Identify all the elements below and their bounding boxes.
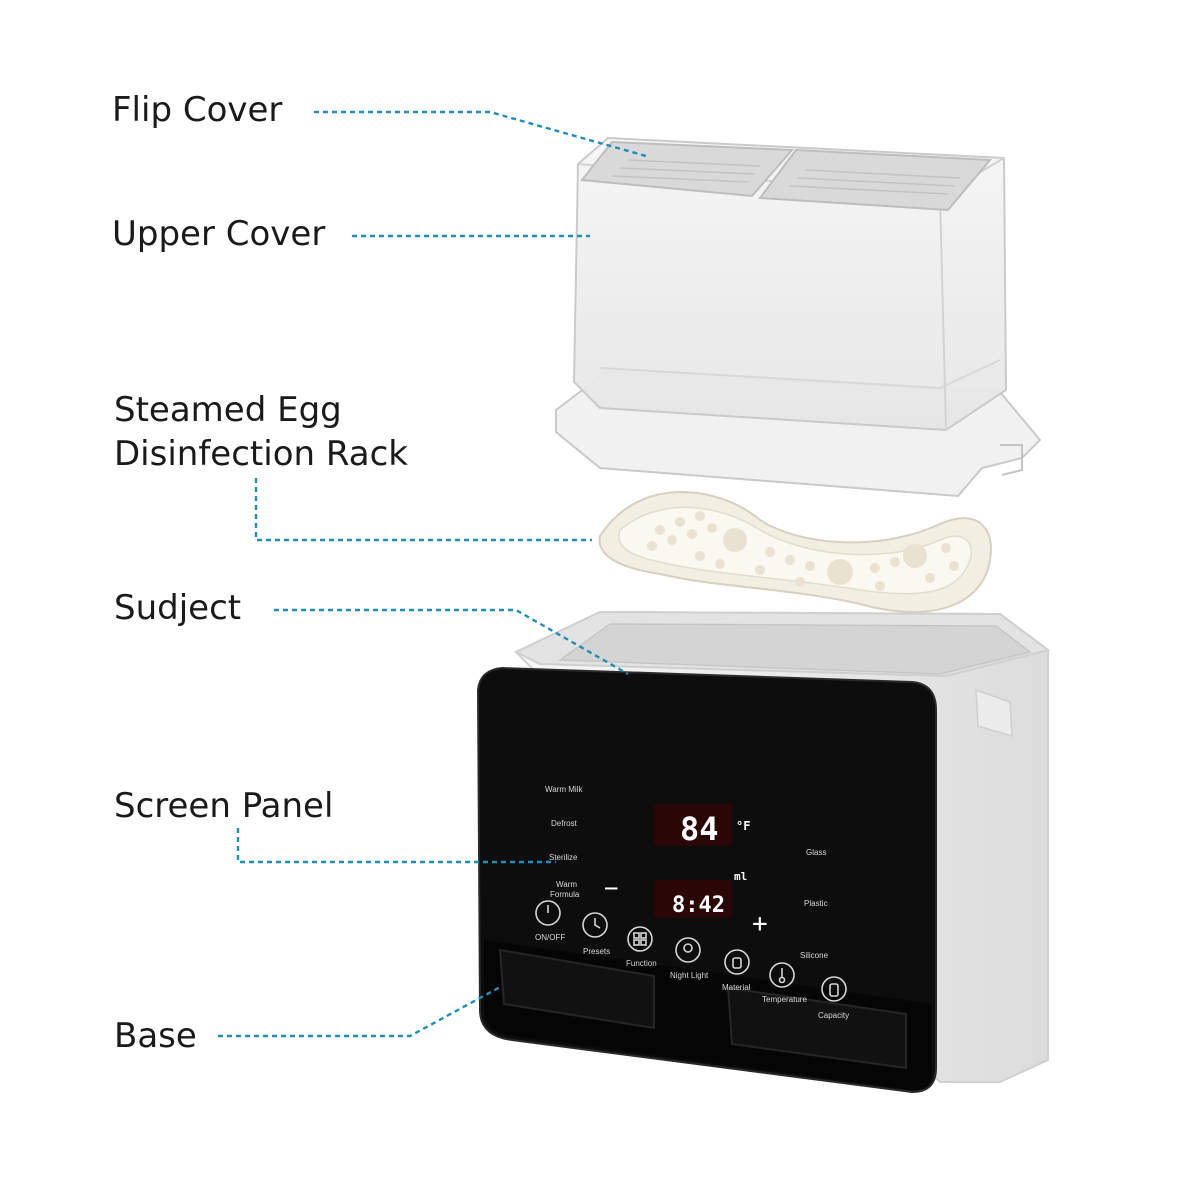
leader-line-base [218, 984, 503, 1038]
thermometer-icon[interactable] [769, 962, 795, 988]
leader-line-screen-panel [236, 828, 556, 864]
material-plastic[interactable]: Plastic [804, 899, 828, 908]
label-rack-line2: Disinfection Rack [114, 434, 408, 474]
plus-button[interactable]: + [752, 909, 768, 939]
bottle-icon[interactable] [724, 949, 750, 975]
label-base: Base [114, 1016, 197, 1056]
label-screen-panel: Screen Panel [114, 786, 334, 826]
leader-lines [218, 110, 647, 1038]
button-label-material: Material [722, 983, 751, 992]
material-glass[interactable]: Glass [806, 848, 826, 857]
mode-warm-milk[interactable]: Warm Milk [545, 785, 583, 794]
label-subject: Sudject [114, 588, 242, 628]
leader-line-flip-cover [314, 110, 647, 158]
power-icon[interactable] [535, 900, 561, 926]
time-display-window [654, 880, 732, 918]
time-readout: 8:42 [672, 893, 725, 918]
mode-warm[interactable]: Warm [556, 880, 577, 889]
button-label-night-light: Night Light [670, 971, 709, 980]
mode-sterilize[interactable]: Sterilize [549, 853, 578, 862]
button-label-presets: Presets [583, 947, 610, 956]
leader-line-subject [274, 608, 629, 676]
screen-panel: Warm Milk Defrost Sterilize Warm Formula… [476, 666, 937, 1094]
button-label-capacity: Capacity [818, 1011, 849, 1020]
button-label-function: Function [626, 959, 657, 968]
label-rack-line1: Steamed Egg [114, 390, 342, 430]
mode-defrost[interactable]: Defrost [551, 819, 578, 828]
grid-icon[interactable] [627, 926, 653, 952]
label-rack: Steamed Egg Disinfection Rack [114, 388, 408, 476]
egg-rack [598, 491, 992, 613]
bulb-icon[interactable] [675, 937, 701, 963]
mode-formula[interactable]: Formula [550, 890, 580, 899]
upper-cover-box [555, 136, 1042, 498]
label-flip-cover: Flip Cover [112, 90, 283, 130]
flip-cover-lids [580, 140, 993, 212]
minus-button[interactable]: − [604, 874, 618, 902]
temperature-unit: °F [736, 819, 750, 833]
temperature-readout: 84 [680, 810, 719, 848]
volume-unit: ml [734, 870, 747, 883]
button-label-onoff: ON/OFF [535, 933, 565, 942]
temp-display-window [654, 804, 732, 846]
clock-icon[interactable] [582, 912, 608, 938]
material-silicone[interactable]: Silicone [800, 951, 829, 960]
bottle-capacity-icon[interactable] [821, 976, 847, 1002]
leader-line-rack [254, 478, 592, 542]
label-upper-cover: Upper Cover [112, 214, 326, 254]
device-body: Warm Milk Defrost Sterilize Warm Formula… [476, 610, 1051, 1094]
button-label-temperature: Temperature [762, 995, 807, 1004]
